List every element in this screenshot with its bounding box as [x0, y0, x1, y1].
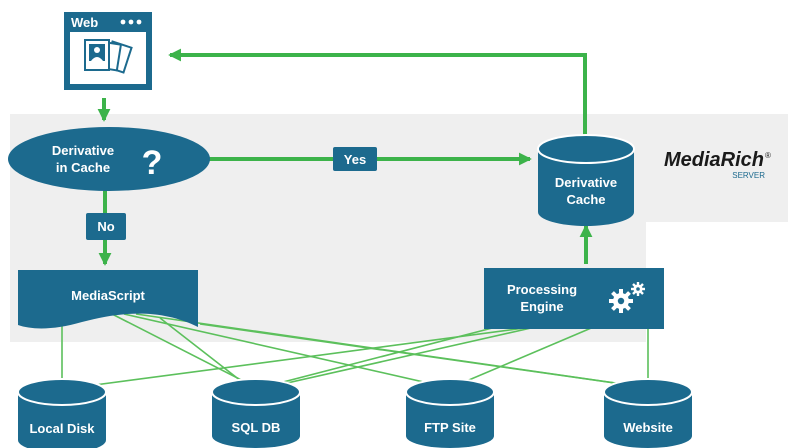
gears-icon — [609, 282, 645, 313]
connection-lines — [61, 313, 651, 389]
no-label: No — [97, 219, 114, 234]
processing-engine-line2: Engine — [520, 299, 563, 314]
web-label: Web — [71, 15, 98, 30]
yes-badge: Yes — [333, 147, 377, 171]
derivative-cache-cylinder: Derivative Cache — [537, 134, 635, 226]
web-node: Web — [64, 12, 152, 90]
decision-label-line2: in Cache — [56, 160, 110, 175]
source-sql-db: SQL DB — [211, 378, 301, 448]
yes-label: Yes — [344, 152, 366, 167]
brand-sub: SERVER — [732, 171, 765, 180]
mediascript-label: MediaScript — [71, 288, 145, 303]
decision-label-line1: Derivative — [52, 143, 114, 158]
decision-node: Derivative in Cache ? — [8, 127, 210, 191]
brand-registered-mark: ® — [765, 151, 771, 160]
mediascript-node: MediaScript — [18, 270, 198, 329]
source-label: SQL DB — [232, 420, 281, 435]
source-ftp-site: FTP Site — [405, 378, 495, 448]
no-badge: No — [86, 213, 126, 240]
source-label: Website — [623, 420, 673, 435]
source-label: Local Disk — [29, 421, 95, 436]
window-dots-icon — [120, 19, 142, 25]
source-label: FTP Site — [424, 420, 476, 435]
processing-engine-line1: Processing — [507, 282, 577, 297]
source-website: Website — [603, 378, 693, 448]
brand-name: MediaRich — [664, 149, 764, 171]
flow-arrows — [97, 48, 593, 266]
derivative-cache-line1: Derivative — [555, 175, 617, 190]
question-mark-icon: ? — [142, 144, 163, 182]
arrow-cache-to-web — [168, 48, 587, 136]
decision-ellipse — [8, 127, 210, 191]
derivative-cache-line2: Cache — [566, 192, 605, 207]
source-local-disk: Local Disk — [17, 378, 107, 448]
mediarich-server-logo: MediaRich ® SERVER — [664, 149, 771, 180]
processing-engine-node: Processing Engine — [484, 268, 664, 329]
web-page-image-icon — [84, 39, 133, 74]
